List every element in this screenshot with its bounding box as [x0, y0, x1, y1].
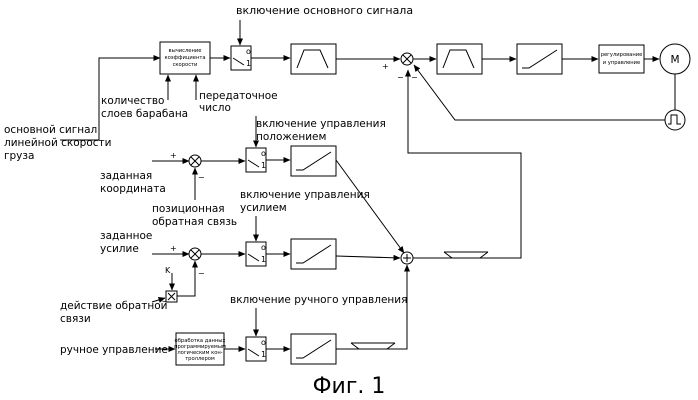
label-main-signal-on: включение основного сигнала: [236, 4, 413, 17]
label-target-force-2: усилие: [100, 243, 139, 255]
regulation-line1: регулирование: [601, 52, 643, 58]
position-switch-off: 1: [261, 161, 266, 170]
motor: M: [660, 44, 690, 74]
manual-switch: o 1: [246, 337, 266, 361]
sign-position-minus: −: [198, 173, 205, 182]
manual-ramp-block: [291, 334, 336, 364]
label-position-feedback-1: позиционная: [152, 203, 225, 215]
force-switch: o 1: [246, 242, 266, 266]
label-target-coordinate-2: координата: [100, 183, 166, 195]
main-summing-junction: [401, 53, 413, 65]
label-manual-control: ручное управление: [60, 344, 168, 356]
force-switch-off: 1: [261, 255, 266, 264]
wire-manual-to-summer: [395, 265, 407, 349]
sign-force-minus: −: [198, 269, 205, 278]
limiter-2: [351, 343, 395, 349]
position-summing-junction: [189, 155, 201, 167]
regulation-line2: и управление: [603, 60, 640, 66]
encoder: [665, 110, 685, 130]
central-summing-junction: [401, 252, 413, 264]
label-base-signal: основной сигнал линейной скорости груза: [4, 124, 111, 162]
wire-position-to-summer: [336, 160, 404, 253]
sign-force-plus: +: [170, 244, 177, 253]
sign-main-minus-b: −: [411, 73, 418, 82]
limiter-1-shape: [444, 252, 488, 258]
label-target-coordinate-1: заданная: [100, 170, 152, 182]
label-force-control-on-1: включение управления: [240, 189, 370, 201]
speed-coef-line2: коэффициента: [164, 55, 205, 61]
sign-main-minus-a: −: [397, 73, 404, 82]
integrator-block: [517, 44, 562, 74]
wire-feedback-to-force-summer: [177, 261, 195, 296]
label-feedback-action-1: действие обратной: [60, 300, 167, 312]
label-position-control-on-2: положением: [256, 131, 326, 143]
label-position-control-on-1: включение управления: [256, 118, 386, 130]
label-manual-control-on: включение ручного управления: [230, 294, 407, 306]
label-drum-layers-1: количество: [101, 95, 164, 107]
limiter-2-shape: [351, 343, 395, 349]
label-gear-ratio-1: передаточное: [199, 90, 278, 102]
motor-label: M: [670, 54, 679, 66]
main-switch-on: o: [246, 47, 251, 56]
label-drum-layers-2: слоев барабана: [101, 108, 188, 120]
speed-coef-line3: скорости: [173, 62, 198, 68]
wire-force-to-summer: [336, 256, 400, 258]
force-switch-on: o: [261, 243, 266, 252]
label-gain: K: [165, 266, 171, 275]
position-ramp-block: [291, 146, 336, 176]
limiter-1: [444, 252, 488, 258]
sign-position-plus: +: [170, 151, 177, 160]
wire-limiter-to-main-summer: [408, 70, 521, 258]
regulation-block: [599, 45, 644, 73]
label-base-signal-line1: основной сигнал: [4, 124, 97, 136]
main-switch-off: 1: [246, 59, 251, 68]
manual-switch-on: o: [261, 338, 266, 347]
manual-switch-off: 1: [261, 350, 266, 359]
label-feedback-action-2: связи: [60, 313, 91, 325]
label-base-signal-line2: линейной скорости: [4, 137, 111, 149]
label-gear-ratio-2: число: [199, 102, 231, 114]
main-switch: o 1: [231, 46, 251, 70]
plc-line4: троллером: [185, 356, 215, 362]
figure-caption: Фиг. 1: [313, 374, 386, 399]
label-target-force-1: заданное: [100, 230, 152, 242]
force-ramp-block: [291, 239, 336, 269]
force-summing-junction: [189, 248, 201, 260]
ramp-block-2: [437, 44, 482, 74]
label-force-control-on-2: усилием: [240, 202, 287, 214]
position-switch: o 1: [246, 148, 266, 172]
speed-coef-line1: вычисление: [169, 48, 202, 54]
position-switch-on: o: [261, 149, 266, 158]
label-base-signal-line3: груза: [4, 150, 34, 162]
label-position-feedback-2: обратная связь: [152, 216, 237, 228]
sign-main-plus: +: [382, 62, 389, 71]
ramp-block-1: [291, 44, 336, 74]
